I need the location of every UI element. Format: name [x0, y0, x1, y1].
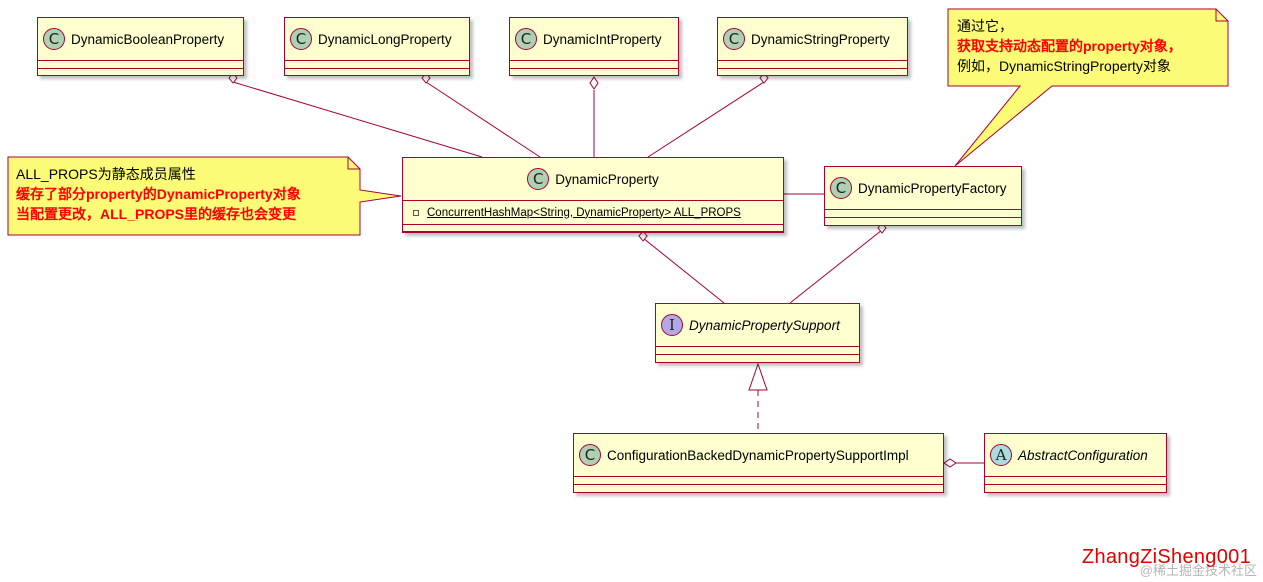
class-badge-icon: C — [515, 28, 537, 50]
class-dynamic-long-property[interactable]: C DynamicLongProperty — [284, 17, 470, 76]
realization-arrowhead — [748, 362, 768, 391]
note-left-line-2: 缓存了部分property的DynamicProperty对象 — [16, 186, 301, 202]
class-dynamic-boolean-property[interactable]: C DynamicBooleanProperty — [37, 17, 244, 76]
note-right-shape — [947, 8, 1229, 167]
edge-string-to-dynamic-property — [647, 81, 765, 158]
abstract-class-abstract-configuration[interactable]: A AbstractConfiguration — [984, 433, 1167, 493]
class-badge-icon: C — [830, 177, 852, 199]
class-badge-icon: C — [723, 28, 745, 50]
note-right: 通过它， 获取支持动态配置的property对象， 例如，DynamicStri… — [948, 12, 1228, 80]
author-watermark: ZhangZiSheng001 — [1081, 546, 1251, 568]
note-left: ALL_PROPS为静态成员属性 缓存了部分property的DynamicPr… — [8, 160, 360, 228]
diamond-impl — [943, 458, 957, 468]
diamond-dynamic-property — [638, 230, 648, 242]
note-left-shape — [7, 156, 402, 236]
edge-long-to-dynamic-property — [425, 81, 541, 158]
class-divider — [825, 210, 1021, 218]
class-badge-icon: C — [290, 28, 312, 50]
class-divider — [510, 61, 678, 69]
class-divider — [718, 61, 907, 69]
class-name: ConfigurationBackedDynamicPropertySuppor… — [607, 447, 909, 463]
note-right-line-3: 例如，DynamicStringProperty对象 — [957, 58, 1171, 74]
abstract-badge-icon: A — [990, 444, 1012, 466]
class-dynamic-string-property[interactable]: C DynamicStringProperty — [717, 17, 908, 76]
class-name: DynamicProperty — [555, 171, 659, 187]
class-divider — [574, 477, 943, 485]
class-divider — [285, 61, 469, 69]
note-left-line-1: ALL_PROPS为静态成员属性 — [16, 166, 196, 182]
platform-watermark: @稀土掘金技术社区 — [1139, 563, 1257, 578]
field-text: ConcurrentHashMap<String, DynamicPropert… — [427, 206, 741, 219]
class-configuration-backed-impl[interactable]: C ConfigurationBackedDynamicPropertySuppo… — [573, 433, 944, 493]
class-dynamic-property[interactable]: C DynamicProperty ConcurrentHashMap<Strin… — [402, 157, 784, 233]
class-divider — [656, 347, 859, 355]
note-right-line-2: 获取支持动态配置的property对象， — [957, 38, 1182, 54]
interface-badge-icon: I — [661, 314, 683, 336]
class-divider — [38, 61, 243, 69]
class-name: DynamicLongProperty — [318, 31, 452, 47]
note-right-line-1: 通过它， — [957, 18, 1013, 34]
edge-boolean-to-dynamic-property — [232, 81, 483, 158]
class-divider — [985, 477, 1166, 485]
class-name: DynamicStringProperty — [751, 31, 890, 47]
note-left-line-3: 当配置更改，ALL_PROPS里的缓存也会变更 — [16, 206, 297, 222]
class-dynamic-property-factory[interactable]: C DynamicPropertyFactory — [824, 166, 1022, 226]
class-badge-icon: C — [43, 28, 65, 50]
edge-factory-to-support — [789, 229, 883, 304]
class-dynamic-int-property[interactable]: C DynamicIntProperty — [509, 17, 679, 76]
class-name: AbstractConfiguration — [1018, 447, 1148, 463]
diamond-int — [589, 76, 599, 90]
edge-dynamic-property-to-support — [642, 237, 725, 304]
interface-dynamic-property-support[interactable]: I DynamicPropertySupport — [655, 303, 860, 363]
interface-name: DynamicPropertySupport — [689, 317, 840, 333]
class-name: DynamicBooleanProperty — [71, 31, 225, 47]
class-field-all-props: ConcurrentHashMap<String, DynamicPropert… — [403, 201, 783, 225]
private-visibility-icon — [413, 209, 419, 216]
class-name: DynamicPropertyFactory — [858, 180, 1007, 196]
class-name: DynamicIntProperty — [543, 31, 662, 47]
class-divider — [403, 225, 783, 232]
class-badge-icon: C — [579, 444, 601, 466]
class-badge-icon: C — [527, 168, 550, 190]
